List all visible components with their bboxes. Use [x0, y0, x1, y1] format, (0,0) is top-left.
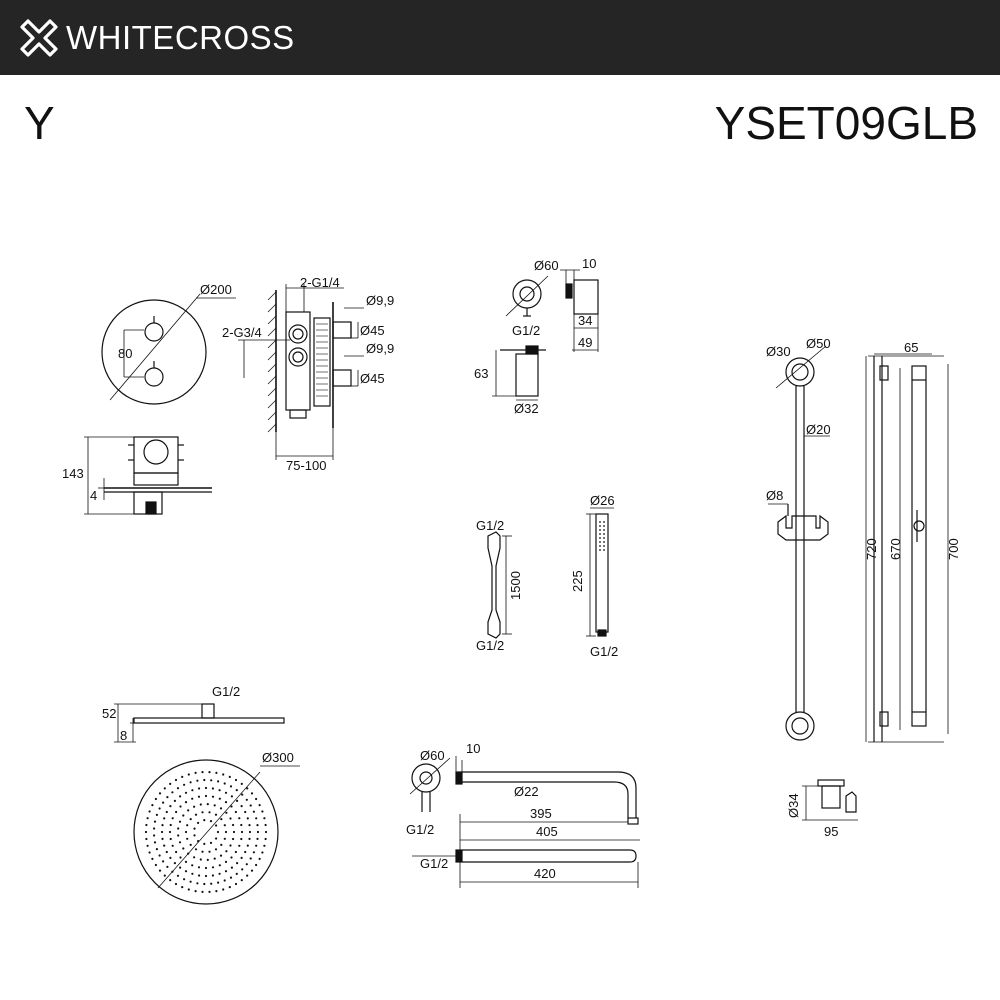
shower-head-nozzles [144, 771, 268, 894]
slide-bar-drawing [768, 345, 949, 821]
dim-arm-l2: 405 [536, 824, 558, 839]
dim-mixer-d1: Ø9,9 [366, 293, 394, 308]
dim-hose-bottom: G1/2 [476, 638, 504, 653]
dim-holder-diameter: Ø34 [786, 793, 801, 818]
dim-mixer-height: 143 [62, 466, 84, 481]
dim-hose-top: G1/2 [476, 518, 504, 533]
shower-arm-drawing [409, 756, 640, 888]
dim-handle-spacing: 80 [118, 346, 132, 361]
dim-mixer-d4: Ø45 [360, 371, 385, 386]
dim-arm-thread2: G1/2 [420, 856, 448, 871]
dim-bar-d1: Ø30 [766, 344, 791, 359]
dim-arm-diameter: Ø60 [420, 748, 445, 763]
dim-handshower-thread: G1/2 [590, 644, 618, 659]
dim-bar-d2: Ø50 [806, 336, 831, 351]
dim-arm-width: 10 [466, 741, 480, 756]
dim-plate-diameter: Ø200 [200, 282, 232, 297]
dim-head-thread: G1/2 [212, 684, 240, 699]
dim-bar-width: 65 [904, 340, 918, 355]
dim-arm-l3: 420 [534, 866, 556, 881]
cross-logo-icon [20, 19, 58, 57]
dim-bar-h3: 700 [946, 538, 961, 560]
dim-bar-d3: Ø20 [806, 422, 831, 437]
dim-mixer-depth: 75-100 [286, 458, 326, 473]
dim-outlet: 2-G3/4 [222, 325, 262, 340]
dim-outlet-height: 34 [578, 313, 592, 328]
dim-head-thickness: 8 [120, 728, 127, 743]
dim-outlet-depth: 49 [578, 335, 592, 350]
dim-handshower-diameter: Ø26 [590, 493, 615, 508]
dim-holder-width: 95 [824, 824, 838, 839]
dim-outlet-length: 63 [474, 366, 488, 381]
wall-outlet-drawing [492, 269, 599, 401]
dim-head-height: 52 [102, 706, 116, 721]
dimension-labels: Ø200 80 2-G1/4 2-G3/4 Ø9,9 Ø45 Ø9,9 Ø45 … [62, 256, 961, 881]
dim-handshower-length: 225 [570, 570, 585, 592]
dim-head-diameter: Ø300 [262, 750, 294, 765]
dim-mixer-d2: Ø45 [360, 323, 385, 338]
hand-shower-drawing [586, 507, 614, 637]
dim-arm-d2: Ø22 [514, 784, 539, 799]
dim-bar-h2: 670 [888, 538, 903, 560]
dim-inlet: 2-G1/4 [300, 275, 340, 290]
dim-mixer-d3: Ø9,9 [366, 341, 394, 356]
dim-arm-thread: G1/2 [406, 822, 434, 837]
mixer-side-view [238, 284, 364, 460]
dim-outlet-width: 10 [582, 256, 596, 271]
dim-hose-length: 1500 [508, 571, 523, 600]
dim-arm-l1: 395 [530, 806, 552, 821]
dim-bar-d4: Ø8 [766, 488, 783, 503]
model-code: YSET09GLB [714, 97, 978, 149]
mixer-plate-elevation [84, 436, 212, 515]
mixer-front-view [101, 293, 236, 405]
series-letter: Y [24, 97, 55, 149]
hose-drawing [487, 531, 512, 639]
brand-name: WHITECROSS [66, 19, 295, 56]
dim-mixer-plate: 4 [90, 488, 97, 503]
dim-outlet-diameter: Ø60 [534, 258, 559, 273]
dim-bar-h1: 720 [864, 538, 879, 560]
shower-head-drawing [114, 703, 300, 905]
dim-outlet-thread: G1/2 [512, 323, 540, 338]
header-bar: WHITECROSS [0, 0, 1000, 75]
dim-outlet-d2: Ø32 [514, 401, 539, 416]
